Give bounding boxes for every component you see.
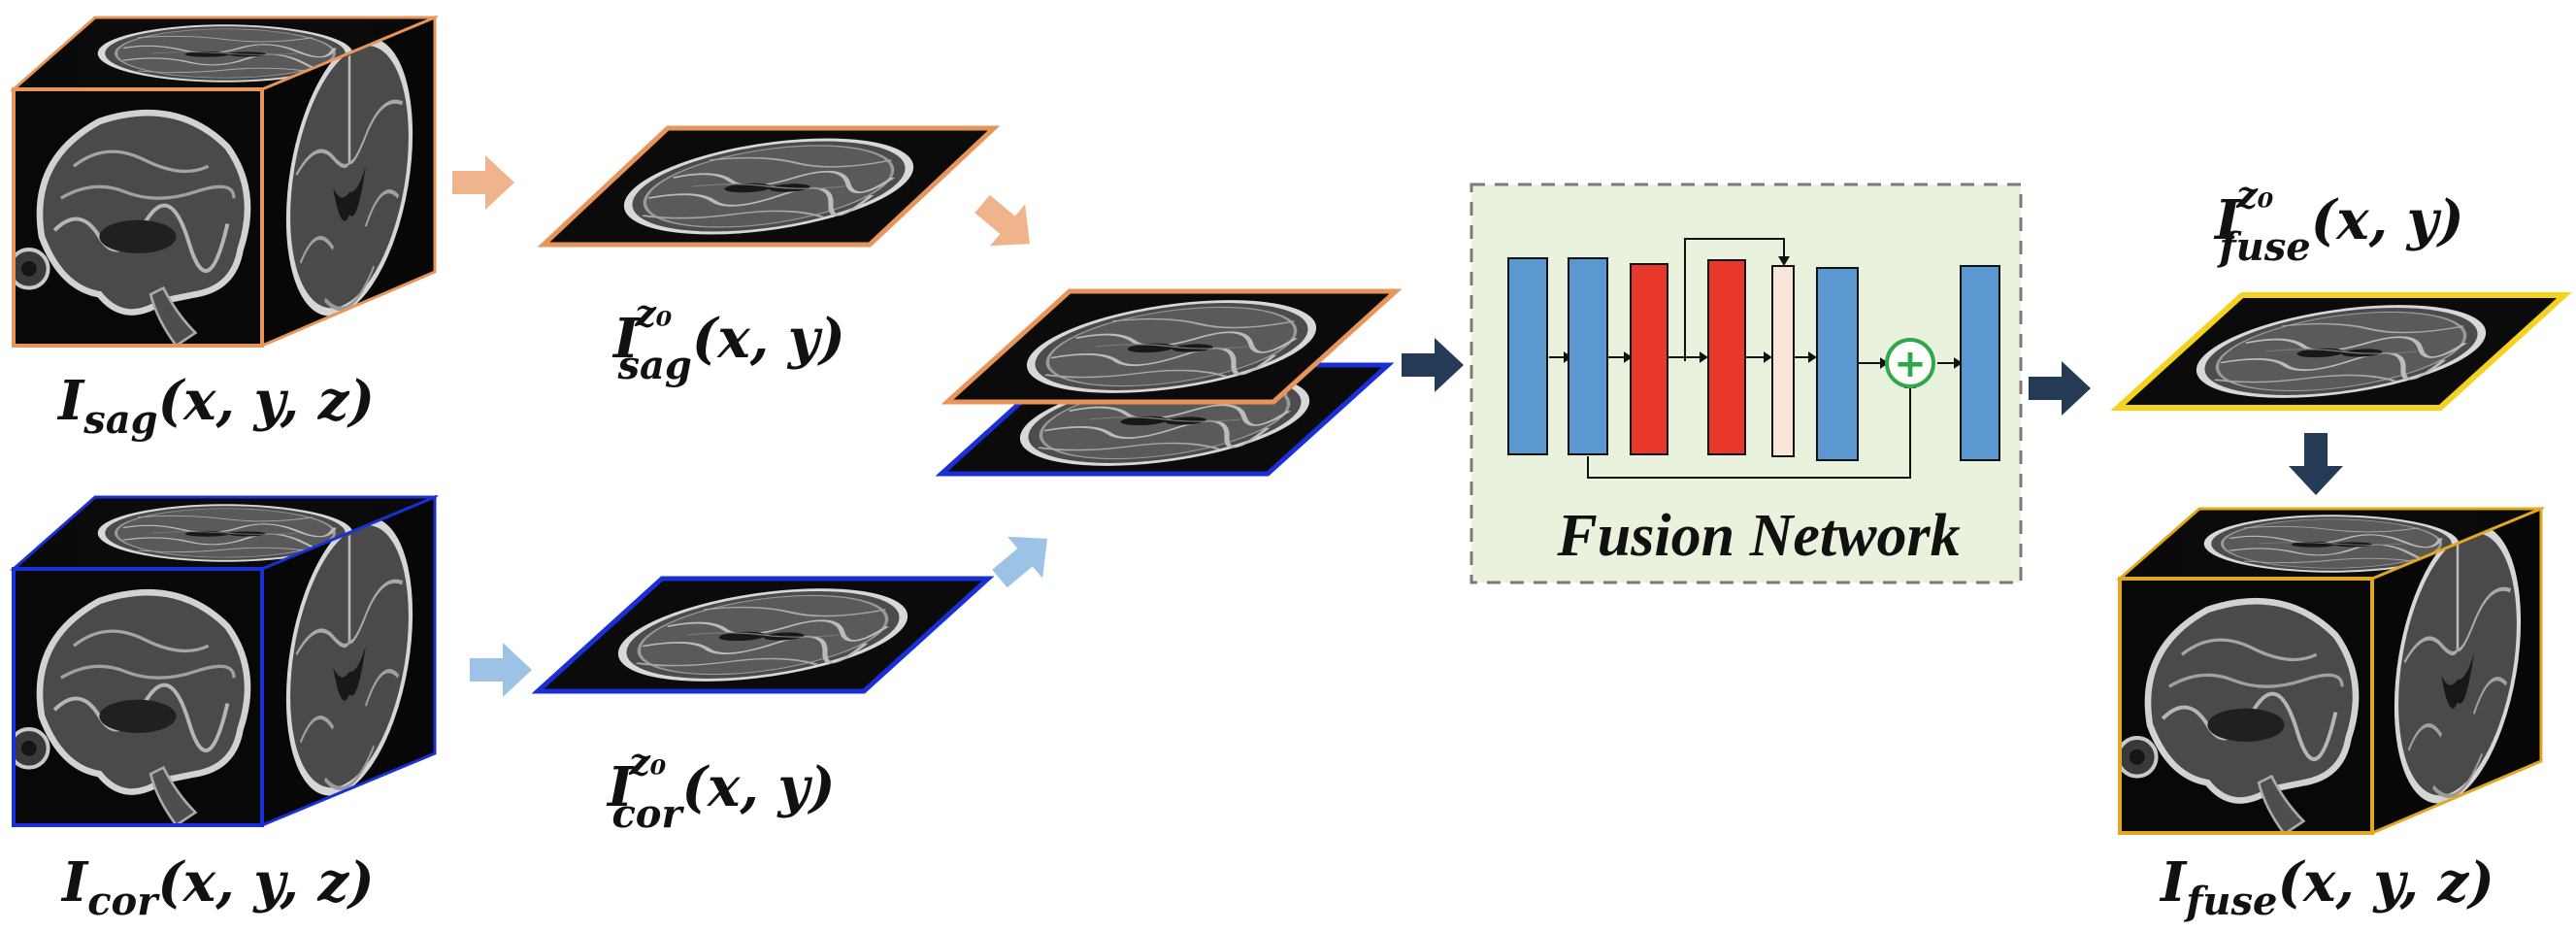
conv-block-2 xyxy=(1568,257,1608,455)
sag-arrow-right-icon xyxy=(452,155,514,210)
sag-diag-arrow-icon xyxy=(965,183,1048,265)
cor-slice xyxy=(531,576,995,694)
cube-front-face xyxy=(12,567,264,827)
sagittal-volume-cube xyxy=(10,15,439,349)
svg-text:+: + xyxy=(1894,342,1927,386)
to-network-arrow-icon xyxy=(1402,338,1464,392)
cube-front-face xyxy=(12,87,264,348)
skip-connection-bottom xyxy=(1587,381,1911,479)
coronal-volume-cube xyxy=(10,494,439,828)
sag-volume-label: Isag(x, y, z) xyxy=(56,369,375,443)
conv-block-6 xyxy=(1816,267,1859,461)
conv-block-1 xyxy=(1507,257,1548,455)
flow-connectors xyxy=(1549,351,1963,369)
from-network-arrow-icon xyxy=(2029,361,2091,416)
cor-arrow-right-icon xyxy=(470,643,532,697)
conv-block-5 xyxy=(1771,265,1795,457)
fused-slice xyxy=(2110,292,2572,411)
sag-slice xyxy=(537,125,1001,248)
plus-circle-icon: + xyxy=(1885,338,1935,388)
conv-block-4 xyxy=(1707,259,1746,455)
fuse-volume-label: Ifuse(x, y, z) xyxy=(2159,850,2494,924)
conv-block-3 xyxy=(1630,263,1668,455)
down-arrow-icon xyxy=(2289,433,2343,495)
conv-block-7 xyxy=(1960,265,2000,461)
fused-volume-cube xyxy=(2116,506,2546,836)
cube-front-face xyxy=(2118,577,2374,835)
stacked-slices xyxy=(935,288,1403,477)
cor-volume-label: Icor(x, y, z) xyxy=(60,850,375,924)
fusion-network-title: Fusion Network xyxy=(1556,503,1960,569)
fusion-network-box: + Fusion Network xyxy=(1470,183,2023,584)
skip-connection-top xyxy=(1684,238,1785,361)
cor-diag-arrow-icon xyxy=(982,517,1066,600)
